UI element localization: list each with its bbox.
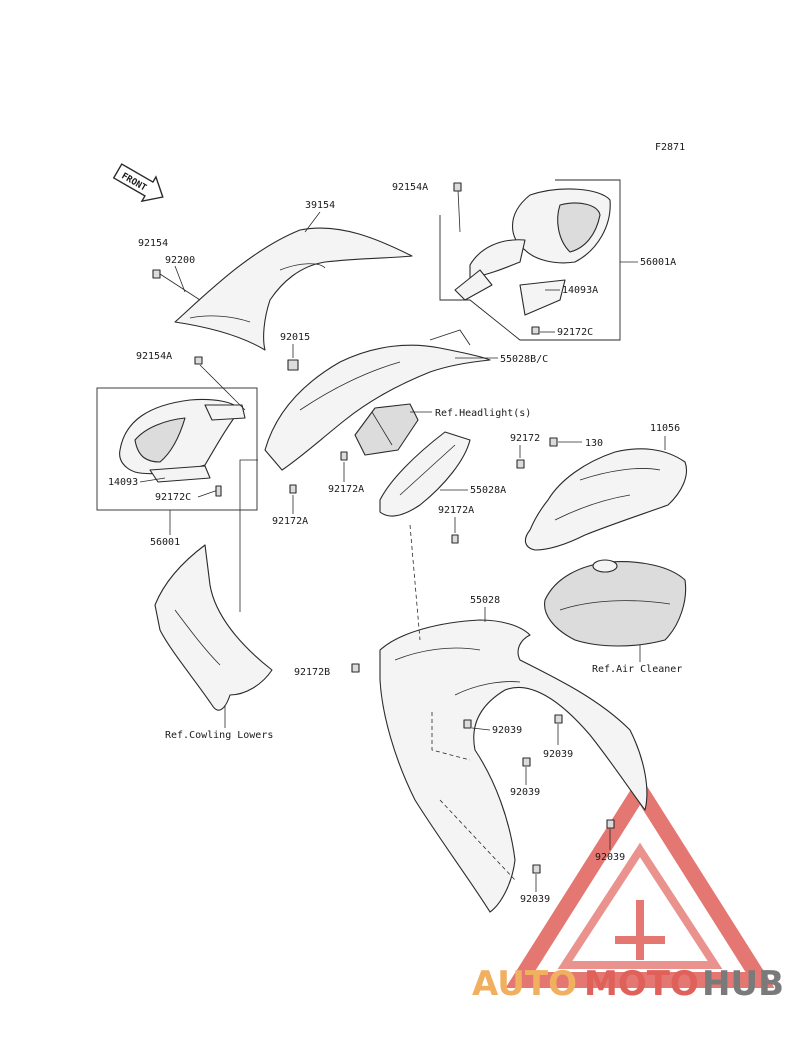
label-92039-5: 92039: [520, 894, 550, 905]
clip-92039-3-icon: [522, 757, 531, 767]
air-cleaner-cap-icon: [592, 559, 618, 573]
screw-92172c-right-icon: [531, 326, 540, 335]
screw-92172a-3-icon: [451, 534, 459, 544]
duct-11056-part: [524, 448, 687, 551]
label-130: 130: [585, 438, 603, 449]
label-56001: 56001: [150, 537, 180, 548]
mirror-right-box: [439, 179, 621, 341]
screw-92172c-icon: [215, 485, 222, 497]
clip-92039-2-icon: [554, 714, 563, 724]
cowling-left-part: [154, 544, 273, 711]
mirror-left-part: [119, 398, 246, 483]
label-92015: 92015: [280, 332, 310, 343]
label-92154a-top: 92154A: [392, 182, 428, 193]
figure-code: F2871: [655, 142, 685, 153]
label-92039-2: 92039: [543, 749, 573, 760]
label-ref-cowling-lowers: Ref.Cowling Lowers: [165, 730, 273, 741]
label-92039-3: 92039: [510, 787, 540, 798]
label-55028bc: 55028B/C: [500, 354, 548, 365]
label-92172b: 92172B: [294, 667, 330, 678]
label-ref-headlight: Ref.Headlight(s): [435, 408, 531, 419]
label-92154: 92154: [138, 238, 168, 249]
bolt-92154-icon: [152, 269, 161, 279]
label-92172c-left: 92172C: [155, 492, 191, 503]
clip-92039-4-icon: [606, 819, 615, 829]
watermark-logo-icon: [505, 775, 775, 988]
label-11056: 11056: [650, 423, 680, 434]
cowling-dash-line: [409, 524, 421, 641]
screw-92172b-icon: [351, 663, 360, 673]
label-56001a: 56001A: [640, 257, 676, 268]
label-ref-air-cleaner: Ref.Air Cleaner: [592, 664, 682, 675]
watermark-part-2: MOTO: [584, 964, 699, 1004]
bolt-92154a-top-icon: [453, 182, 462, 192]
mirror-right-part: [454, 188, 611, 316]
cowling-link-line: [239, 459, 258, 612]
label-92172: 92172: [510, 433, 540, 444]
bracket-55028a-part: [379, 431, 471, 517]
label-92172a-2: 92172A: [272, 516, 308, 527]
screw-92172a-2-icon: [289, 484, 297, 494]
label-55028a: 55028A: [470, 485, 506, 496]
label-92172a-1: 92172A: [328, 484, 364, 495]
mirror-left-box: [96, 387, 258, 511]
clip-92039-5-icon: [532, 864, 541, 874]
headlight-part: [354, 403, 419, 456]
nut-92015-icon: [287, 359, 299, 371]
screw-92172-icon: [516, 459, 525, 469]
label-14093: 14093: [108, 477, 138, 488]
label-14093a: 14093A: [562, 285, 598, 296]
watermark-part-3: HUB: [702, 964, 784, 1004]
label-92039-1: 92039: [492, 725, 522, 736]
air-cleaner-part: [544, 559, 687, 647]
front-arrow-icon: FRONT: [112, 163, 164, 203]
watermark-text: AUTO MOTO HUB: [472, 964, 784, 1004]
screw-130-icon: [549, 437, 558, 447]
bracket-box-line: [429, 329, 471, 346]
label-92172c-right: 92172C: [557, 327, 593, 338]
clip-92039-1-icon: [463, 719, 472, 729]
label-92200: 92200: [165, 255, 195, 266]
label-92039-4: 92039: [595, 852, 625, 863]
windshield-part: [174, 227, 413, 351]
label-55028: 55028: [470, 595, 500, 606]
label-92172a-3: 92172A: [438, 505, 474, 516]
screw-92172a-1-icon: [340, 451, 348, 461]
label-39154: 39154: [305, 200, 335, 211]
main-cowling-part: [379, 619, 648, 913]
label-92154a-left: 92154A: [136, 351, 172, 362]
inner-bracket-part: [264, 344, 491, 471]
watermark-part-1: AUTO: [472, 964, 577, 1004]
bolt-92154a-icon: [194, 356, 203, 365]
